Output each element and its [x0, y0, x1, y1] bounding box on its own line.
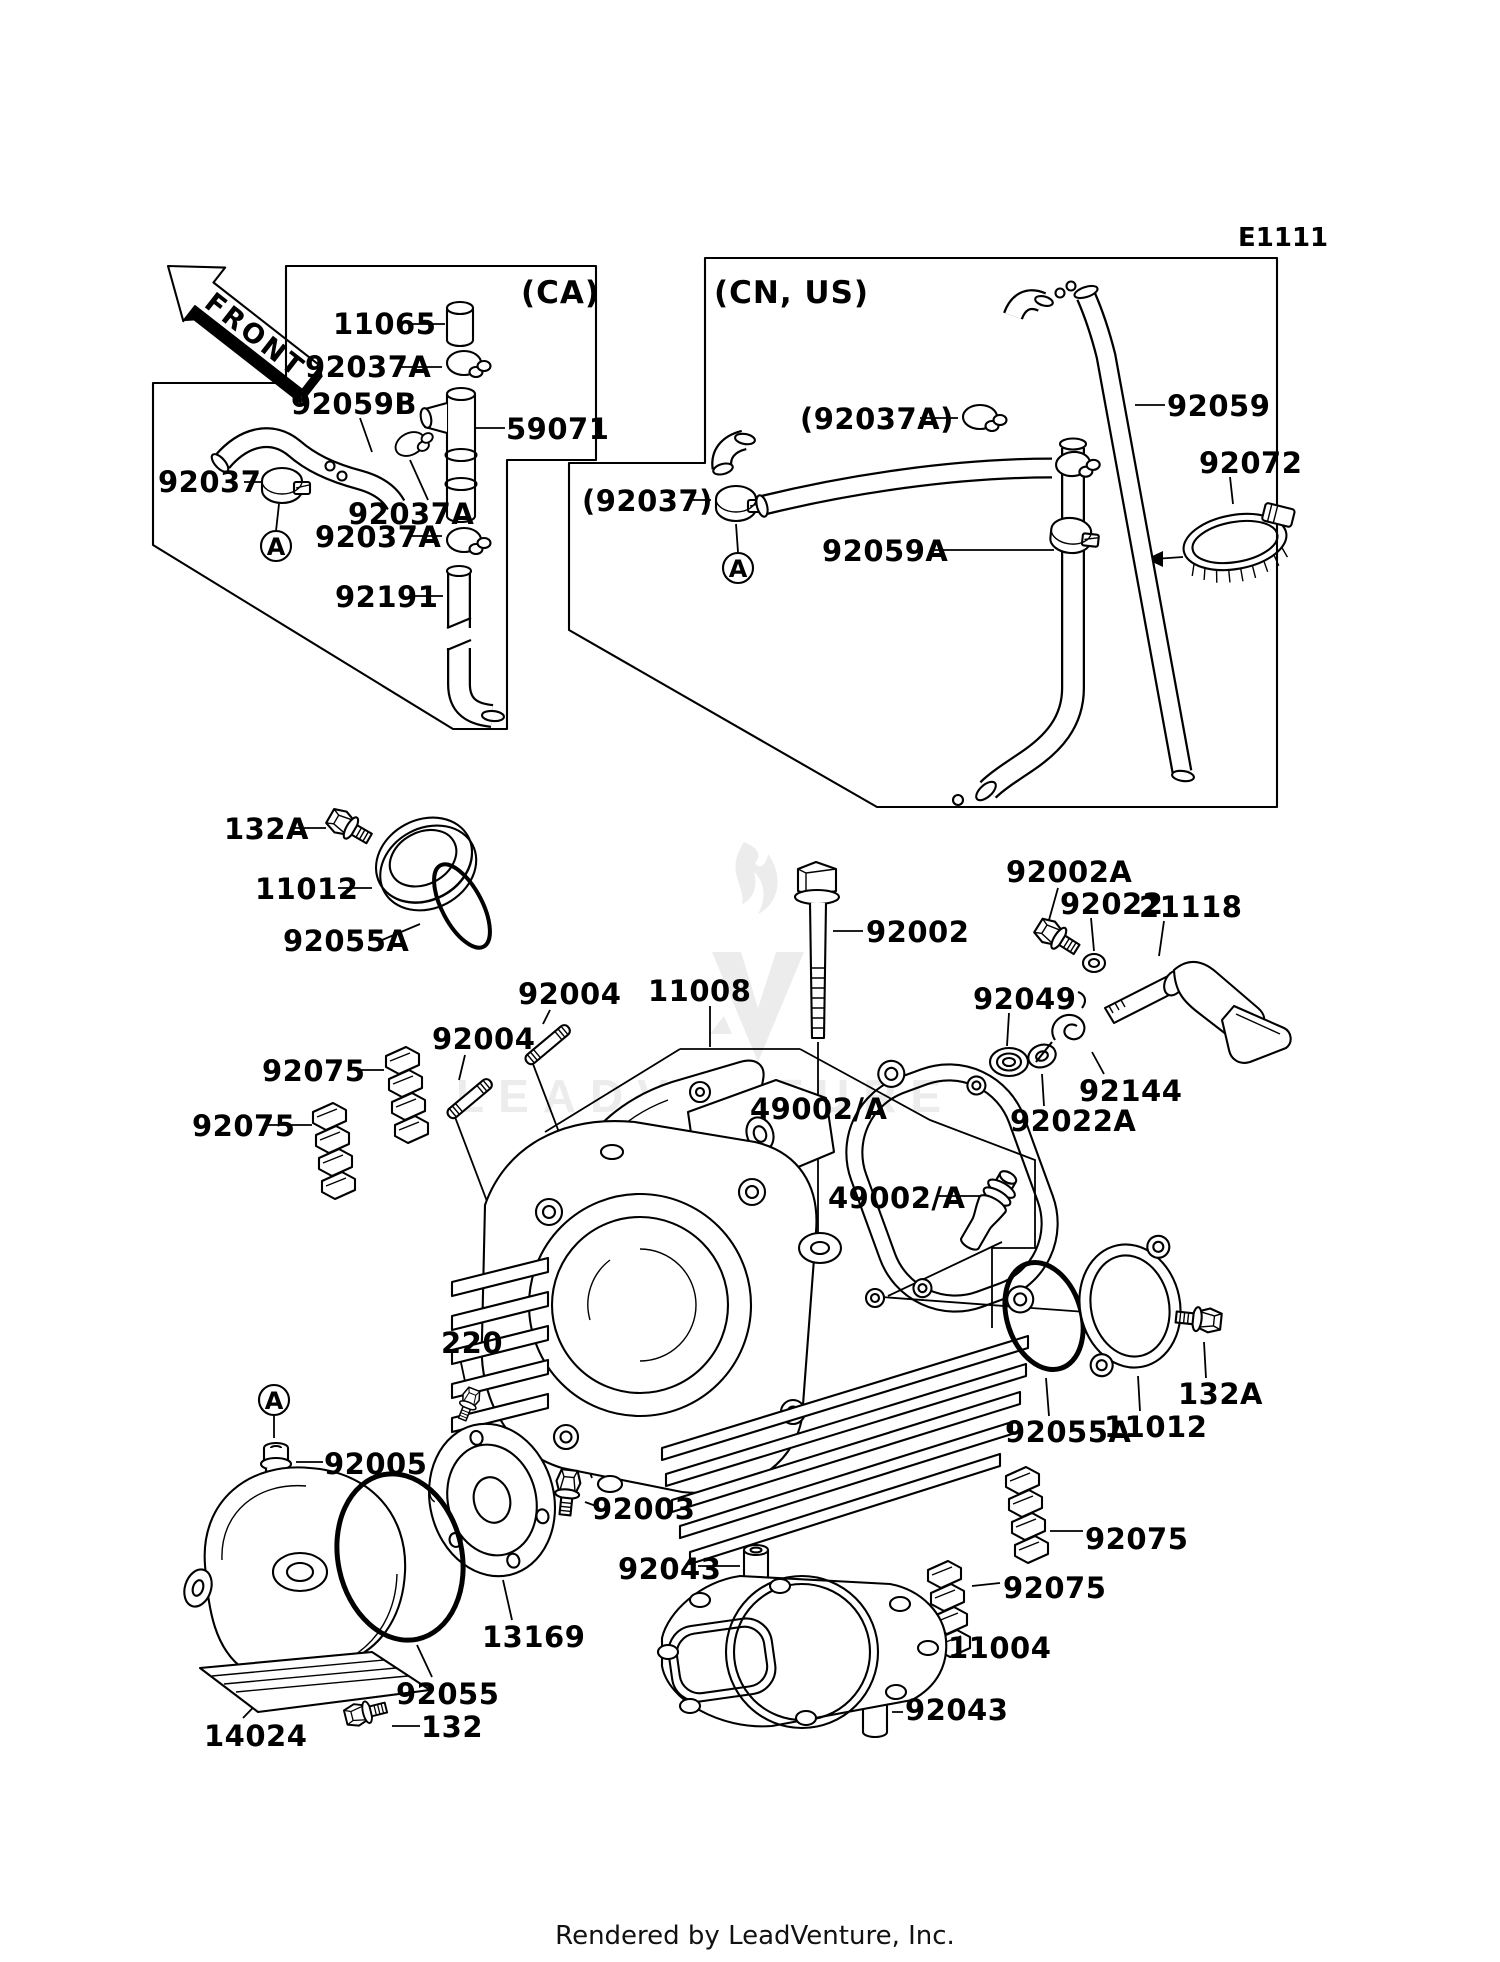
part-label-11012-right[interactable]: 11012	[1104, 1410, 1207, 1444]
hose-92059a	[711, 429, 1088, 807]
region-label-ca: (CA)	[521, 275, 600, 311]
tube-92191	[445, 564, 506, 728]
bolt-132a-right	[1173, 1303, 1224, 1335]
o-ring-92055	[334, 1471, 466, 1643]
part-label-11008[interactable]: 11008	[648, 974, 751, 1008]
hose-92059b	[210, 427, 406, 511]
svg-text:A: A	[729, 555, 748, 583]
part-label-21118[interactable]: 21118	[1139, 890, 1242, 924]
cap-11012-right	[1078, 1234, 1182, 1378]
region-box-ca	[151, 264, 598, 731]
part-label-92144[interactable]: 92144	[1079, 1074, 1182, 1108]
damper-92075-l1	[384, 1045, 430, 1145]
clamp-92037-ca	[260, 466, 312, 505]
part-label-92043-b[interactable]: 92043	[905, 1693, 1008, 1727]
part-label-92055[interactable]: 92055	[396, 1677, 499, 1711]
breather-fitting-11065	[445, 300, 475, 348]
o-ring-92055a-left	[432, 862, 492, 950]
part-label-92043-a[interactable]: 92043	[618, 1552, 721, 1586]
reference-bubble-a-cn: A	[721, 551, 755, 585]
part-label-92055a-left[interactable]: 92055A	[283, 924, 409, 958]
part-label-92004-b[interactable]: 92004	[432, 1022, 535, 1056]
part-label-92037a-ca1[interactable]: 92037A	[305, 350, 431, 384]
part-label-92005[interactable]: 92005	[324, 1447, 427, 1481]
part-label-92049[interactable]: 92049	[973, 982, 1076, 1016]
part-label-13169[interactable]: 13169	[482, 1620, 585, 1654]
region-box-cn-us	[567, 256, 1279, 809]
spring-92144	[1035, 991, 1086, 1063]
part-label-49002-a[interactable]: 49002/A	[750, 1092, 887, 1126]
region-label-cn-us: (CN, US)	[714, 275, 869, 311]
reference-bubble-a-bottom: A	[257, 1383, 291, 1417]
leader-lines	[242, 323, 1234, 1727]
part-label-92037a-ca2[interactable]: 92037A	[348, 497, 474, 531]
part-label-92022[interactable]: 92022	[1060, 887, 1163, 921]
part-label-92075-r2[interactable]: 92075	[1003, 1571, 1106, 1605]
part-label-92037a-ca3[interactable]: 92037A	[315, 520, 441, 554]
clamp-92037a-ca3	[445, 526, 492, 556]
hose-92059	[1003, 280, 1195, 783]
head-cover-14024	[183, 1466, 432, 1714]
part-label-220[interactable]: 220	[441, 1326, 503, 1360]
svg-text:A: A	[267, 533, 286, 561]
part-label-92037-ca[interactable]: 92037	[158, 465, 261, 499]
diagram-code: E1111	[1238, 223, 1328, 253]
part-label-49002-b[interactable]: 49002/A	[828, 1181, 965, 1215]
svg-text:A: A	[265, 1387, 284, 1415]
decomp-lever-21118	[1103, 960, 1292, 1064]
part-label-92037-cn[interactable]: (92037)	[582, 484, 713, 518]
clamp-92037a-ca1	[445, 349, 492, 379]
part-label-92002[interactable]: 92002	[866, 915, 969, 949]
bolt-132a-left	[323, 804, 377, 850]
part-label-92022a[interactable]: 92022A	[1010, 1104, 1136, 1138]
part-label-11004[interactable]: 11004	[948, 1631, 1051, 1665]
part-label-92075-l1[interactable]: 92075	[262, 1054, 365, 1088]
head-gasket-11004	[656, 1574, 948, 1730]
joint-pipe-59071	[419, 386, 478, 524]
watermark-v-icon	[710, 952, 804, 1062]
part-label-132[interactable]: 132	[421, 1710, 483, 1744]
clamp-band-92072	[1182, 502, 1296, 583]
part-label-92072[interactable]: 92072	[1199, 446, 1302, 480]
bolt-92002a	[1031, 914, 1085, 961]
leader-arrowhead	[1146, 551, 1163, 567]
clamp-92037-on-pipe	[1047, 514, 1102, 557]
part-label-92059b[interactable]: 92059B	[291, 387, 417, 421]
part-label-11012-left[interactable]: 11012	[255, 872, 358, 906]
bolt-92002	[793, 860, 841, 1040]
clamp-92037a-cn	[961, 403, 1008, 433]
part-label-92191[interactable]: 92191	[335, 580, 438, 614]
front-arrow: FRONT	[166, 264, 323, 405]
part-label-92059a[interactable]: 92059A	[822, 534, 948, 568]
part-label-92002a[interactable]: 92002A	[1006, 855, 1132, 889]
bolt-92003	[551, 1467, 583, 1518]
damper-92075-r1	[1004, 1465, 1050, 1565]
part-label-92004-a[interactable]: 92004	[518, 977, 621, 1011]
part-label-11065[interactable]: 11065	[333, 307, 436, 341]
part-label-92059[interactable]: 92059	[1167, 389, 1270, 423]
washer-92022	[1081, 952, 1107, 974]
footer-credit: Rendered by LeadVenture, Inc.	[555, 1921, 955, 1951]
part-label-132a-right[interactable]: 132A	[1178, 1377, 1263, 1411]
part-label-92003[interactable]: 92003	[592, 1492, 695, 1526]
watermark-flame-icon	[735, 842, 778, 914]
part-label-92055a-right[interactable]: 92055A	[1005, 1415, 1131, 1449]
reference-bubble-a-ca: A	[259, 529, 293, 563]
part-label-92075-l2[interactable]: 92075	[192, 1109, 295, 1143]
part-label-92075-r1[interactable]: 92075	[1085, 1522, 1188, 1556]
damper-92075-l2	[311, 1101, 357, 1201]
cylinder-head-11008	[450, 1059, 1059, 1566]
seal-92049	[988, 1046, 1030, 1078]
bolt-132	[342, 1695, 390, 1730]
part-labels: 11065 92037A 92059B 59071 92037 92037A 9…	[158, 307, 1302, 1753]
part-label-92037a-cn[interactable]: (92037A)	[800, 402, 954, 436]
part-label-132a-left[interactable]: 132A	[224, 812, 309, 846]
part-label-59071[interactable]: 59071	[506, 412, 609, 446]
part-label-14024[interactable]: 14024	[204, 1719, 307, 1753]
cap-11012-left	[374, 816, 478, 912]
